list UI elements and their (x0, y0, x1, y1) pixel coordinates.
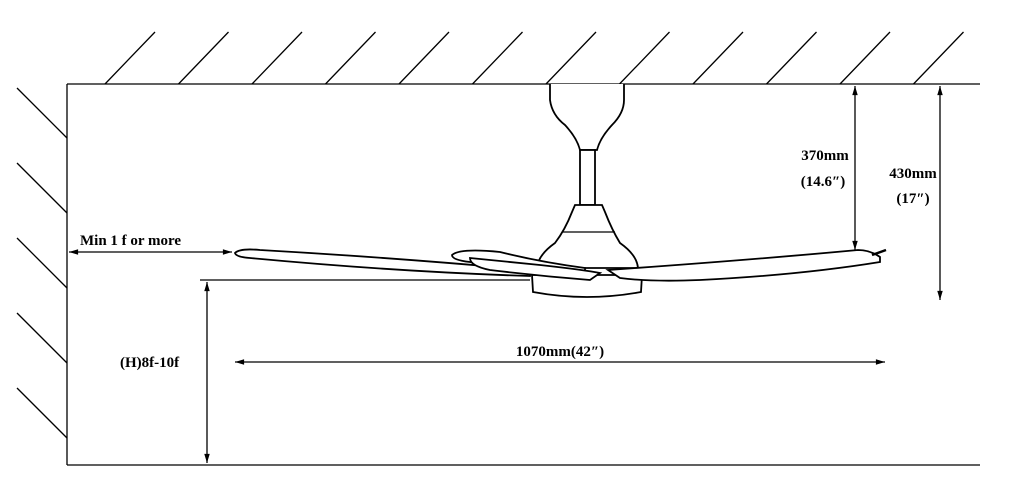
hatch-line (16, 237, 68, 289)
hatch-line (325, 31, 376, 85)
hatch-line (398, 31, 450, 85)
hatch-line (178, 31, 229, 85)
hatch-line (251, 31, 303, 85)
hatch-line (16, 387, 68, 439)
dimension-span: 1070mm(42″) (235, 344, 885, 365)
dimension-370: 370mm (14.6″) (801, 86, 858, 250)
hatch-line (766, 31, 817, 85)
hatch-line (16, 162, 68, 214)
height-label: (H)8f-10f (120, 355, 180, 371)
wall (16, 84, 68, 465)
hatch-line (472, 31, 523, 85)
drop-370-mm-label: 370mm (801, 148, 849, 164)
drop-370-in-label: (14.6″) (801, 174, 846, 190)
dimension-height: (H)8f-10f (120, 279, 530, 464)
dimension-min-clearance: Min 1 f or more (69, 233, 232, 255)
drop-430-in-label: (17″) (896, 191, 929, 207)
hatch-line (545, 31, 597, 85)
ceiling-fan (234, 84, 887, 298)
ceiling (67, 31, 980, 85)
hatch-line (16, 87, 68, 139)
min-clearance-label: Min 1 f or more (80, 233, 181, 249)
drop-430-mm-label: 430mm (889, 166, 937, 182)
hatch-line (16, 312, 68, 364)
dimension-430: 430mm (17″) (889, 86, 943, 301)
hatch-line (839, 31, 891, 85)
hatch-line (692, 31, 744, 85)
hatch-line (619, 31, 670, 85)
hatch-line (104, 31, 156, 85)
hatch-line (913, 31, 964, 85)
span-label: 1070mm(42″) (516, 344, 604, 360)
